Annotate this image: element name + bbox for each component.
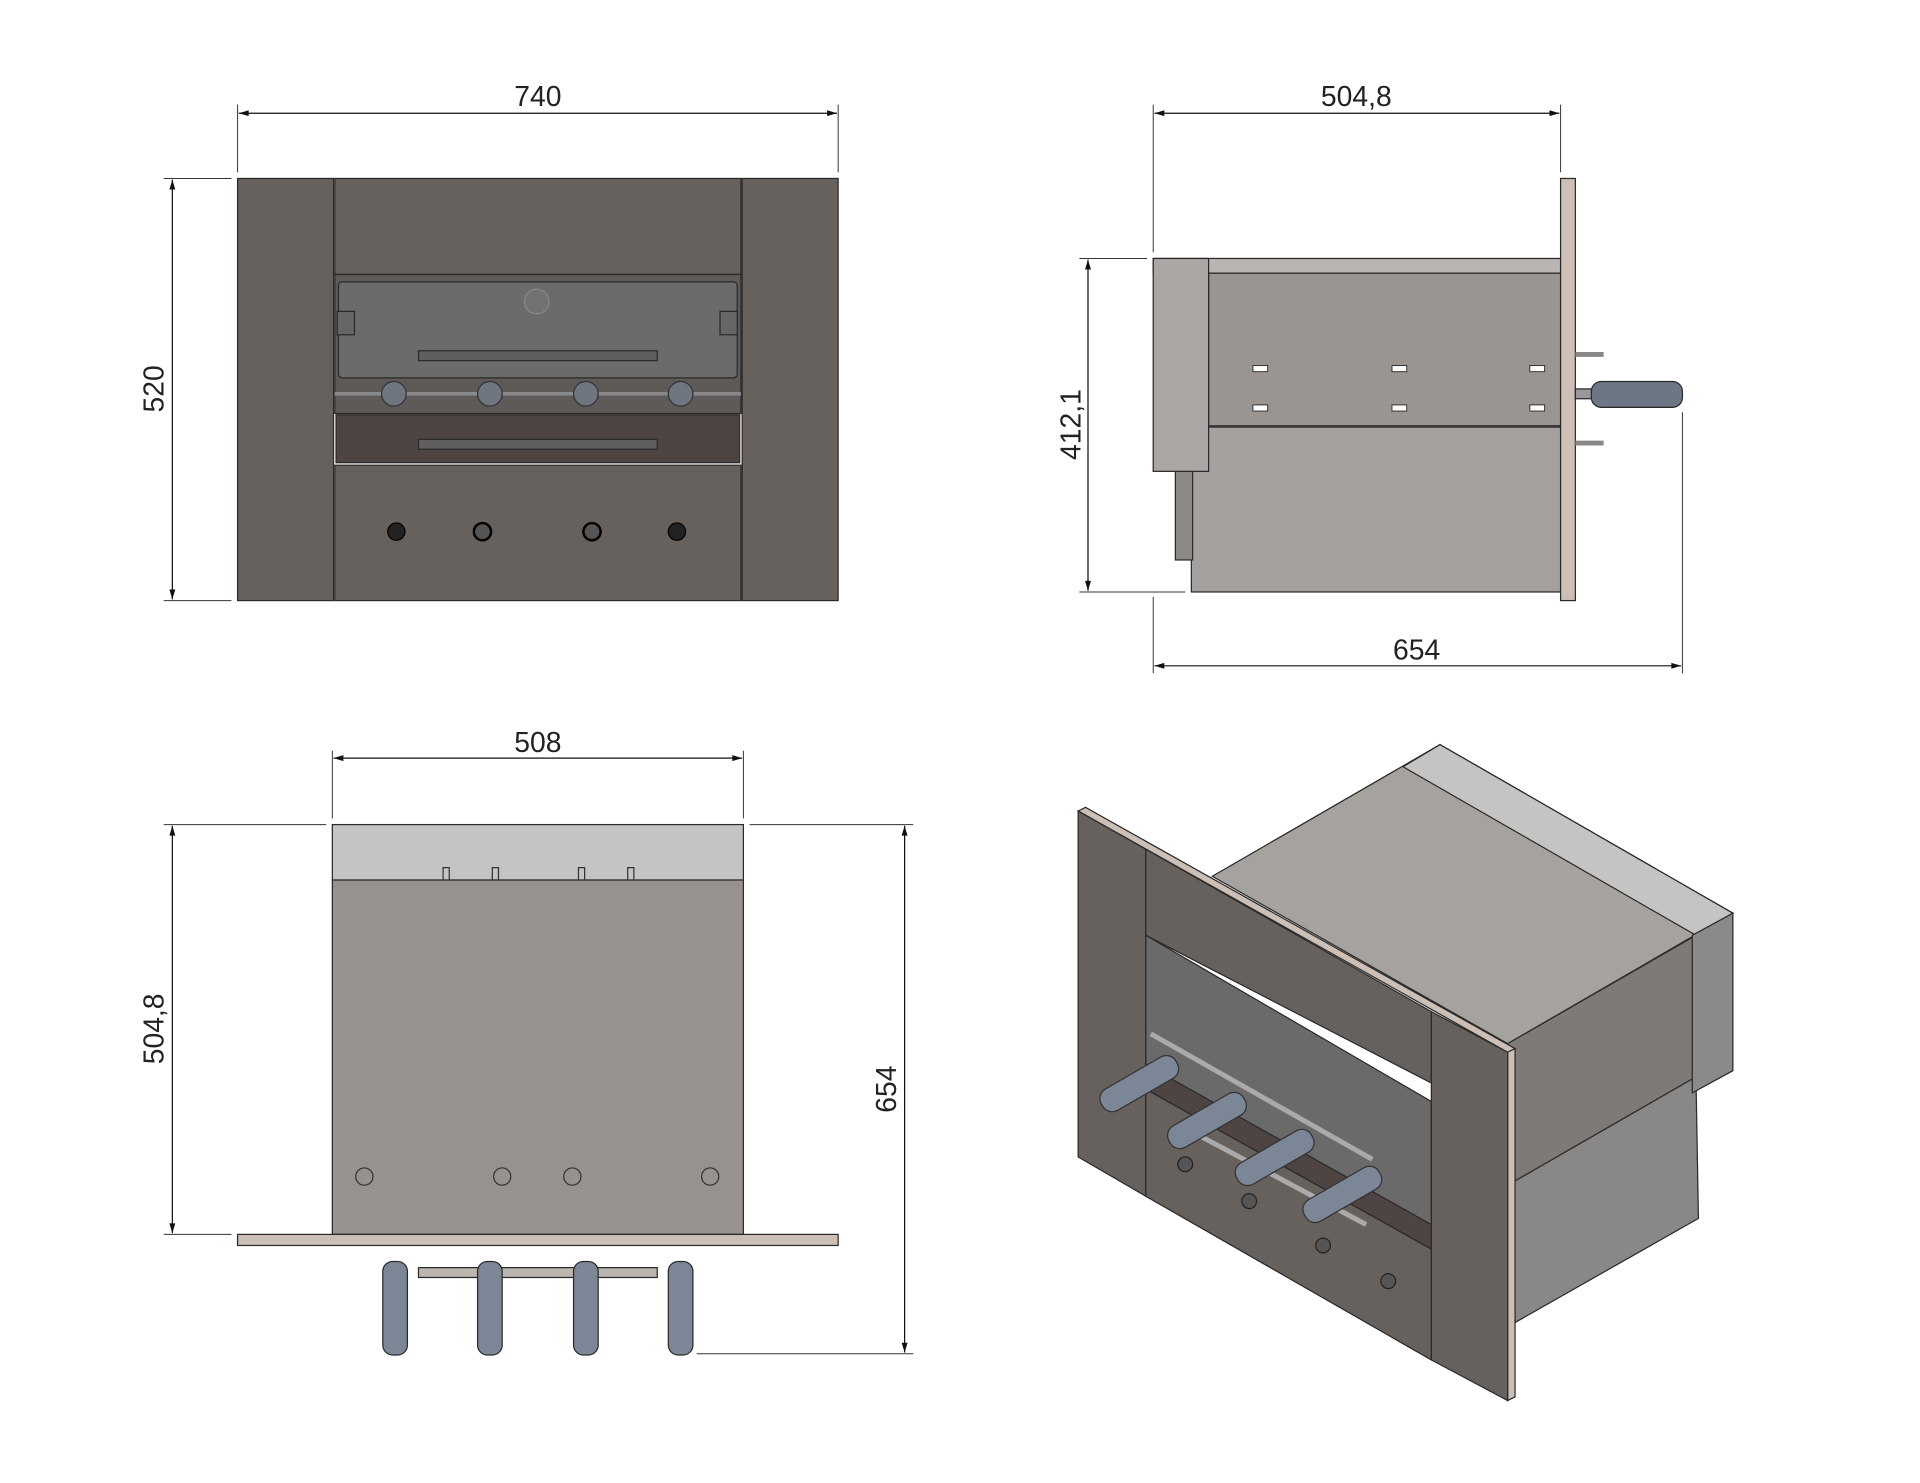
iso-holes: [1177, 1156, 1397, 1290]
iso-hole: [1380, 1273, 1397, 1290]
iso-plate-side-edge: [1507, 1047, 1516, 1402]
iso-hole: [1241, 1193, 1258, 1210]
dim-top-width: 508: [514, 726, 561, 758]
iso-left-pillar: [1077, 809, 1147, 1198]
skewer-knob: [667, 380, 694, 407]
top-holes: [355, 1167, 720, 1186]
vent-slot: [1529, 365, 1546, 373]
iso-skewer-handle: [1234, 1128, 1315, 1187]
vent-slots: [1252, 365, 1546, 412]
front-view: 740 520: [138, 80, 839, 602]
top-hole: [492, 1167, 512, 1186]
rear-strip: [331, 823, 745, 881]
top-hole: [355, 1167, 374, 1186]
lower-side-panel: [1190, 426, 1562, 593]
window-knob: [523, 288, 550, 315]
top-panel-body: [331, 879, 745, 1236]
iso-skewer-handle: [1302, 1165, 1383, 1224]
top-hole: [700, 1167, 720, 1186]
dim-top-depth: 504,8: [138, 993, 170, 1064]
skewer-knob: [476, 380, 503, 407]
vent-slot: [1391, 404, 1408, 412]
skewer-handle: [382, 1260, 409, 1356]
drawer-handle-bar: [417, 438, 658, 450]
bracket-left: [336, 310, 356, 336]
skewer-knob: [380, 380, 407, 407]
control-hole: [387, 522, 406, 541]
iso-right-pillar: [1430, 1010, 1509, 1402]
handle-shaft: [1574, 388, 1594, 400]
vent-slot: [1391, 365, 1408, 373]
iso-hole: [1315, 1237, 1332, 1254]
skewer-knob: [572, 380, 599, 407]
strip-notch: [442, 867, 450, 880]
lower-bracket: [1174, 470, 1194, 561]
dim-front-width: 740: [514, 80, 561, 112]
skewer-knobs: [380, 380, 694, 407]
iso-skewer-handles: [1099, 1054, 1383, 1224]
right-pillar: [741, 177, 839, 602]
control-hole: [582, 521, 602, 542]
flange: [236, 1233, 839, 1247]
dim-front-height: 520: [138, 365, 170, 412]
front-bracket: [1152, 257, 1210, 472]
iso-rear-bracket: [1691, 912, 1734, 1094]
handle-support-bar: [417, 1267, 658, 1279]
iso-hole: [1177, 1156, 1194, 1173]
skewer-handle: [667, 1260, 694, 1356]
control-hole: [472, 521, 493, 542]
control-hole: [667, 522, 687, 541]
isometric-view: [1076, 743, 1735, 1402]
dim-top-overall-depth: 654: [870, 1066, 902, 1113]
dim-side-height: 412,1: [1055, 389, 1087, 460]
upper-side-panel: [1207, 272, 1562, 427]
skewer-handle: [572, 1260, 599, 1356]
dim-side-depth: 504,8: [1321, 80, 1392, 112]
strip-notch: [491, 867, 500, 880]
bracket-right: [719, 310, 738, 336]
left-pillar: [236, 177, 335, 602]
iso-skewer-handle: [1166, 1091, 1247, 1150]
strip-notch: [627, 867, 635, 880]
strip-notches: [442, 867, 635, 880]
top-hole: [563, 1167, 582, 1186]
side-view: 504,8 412,1 654: [1055, 80, 1684, 674]
vent-slot: [1529, 404, 1546, 412]
vent-slot: [1252, 365, 1269, 373]
iso-skewer-rod: [1149, 1031, 1374, 1162]
iso-skewer-handle: [1099, 1054, 1180, 1113]
top-panel: [334, 177, 742, 276]
skewer-handle: [1590, 380, 1684, 408]
control-holes: [387, 521, 687, 542]
front-flange: [1559, 177, 1576, 602]
skewer-handles: [382, 1260, 694, 1356]
window-handle-bar: [417, 350, 658, 362]
vent-slot: [1252, 404, 1269, 412]
top-view: 508 504,8 654: [138, 726, 914, 1356]
top-edge-strip: [1152, 257, 1562, 274]
strip-notch: [577, 867, 586, 880]
skewer-handle: [476, 1260, 503, 1356]
dim-side-overall-depth: 654: [1393, 634, 1440, 666]
